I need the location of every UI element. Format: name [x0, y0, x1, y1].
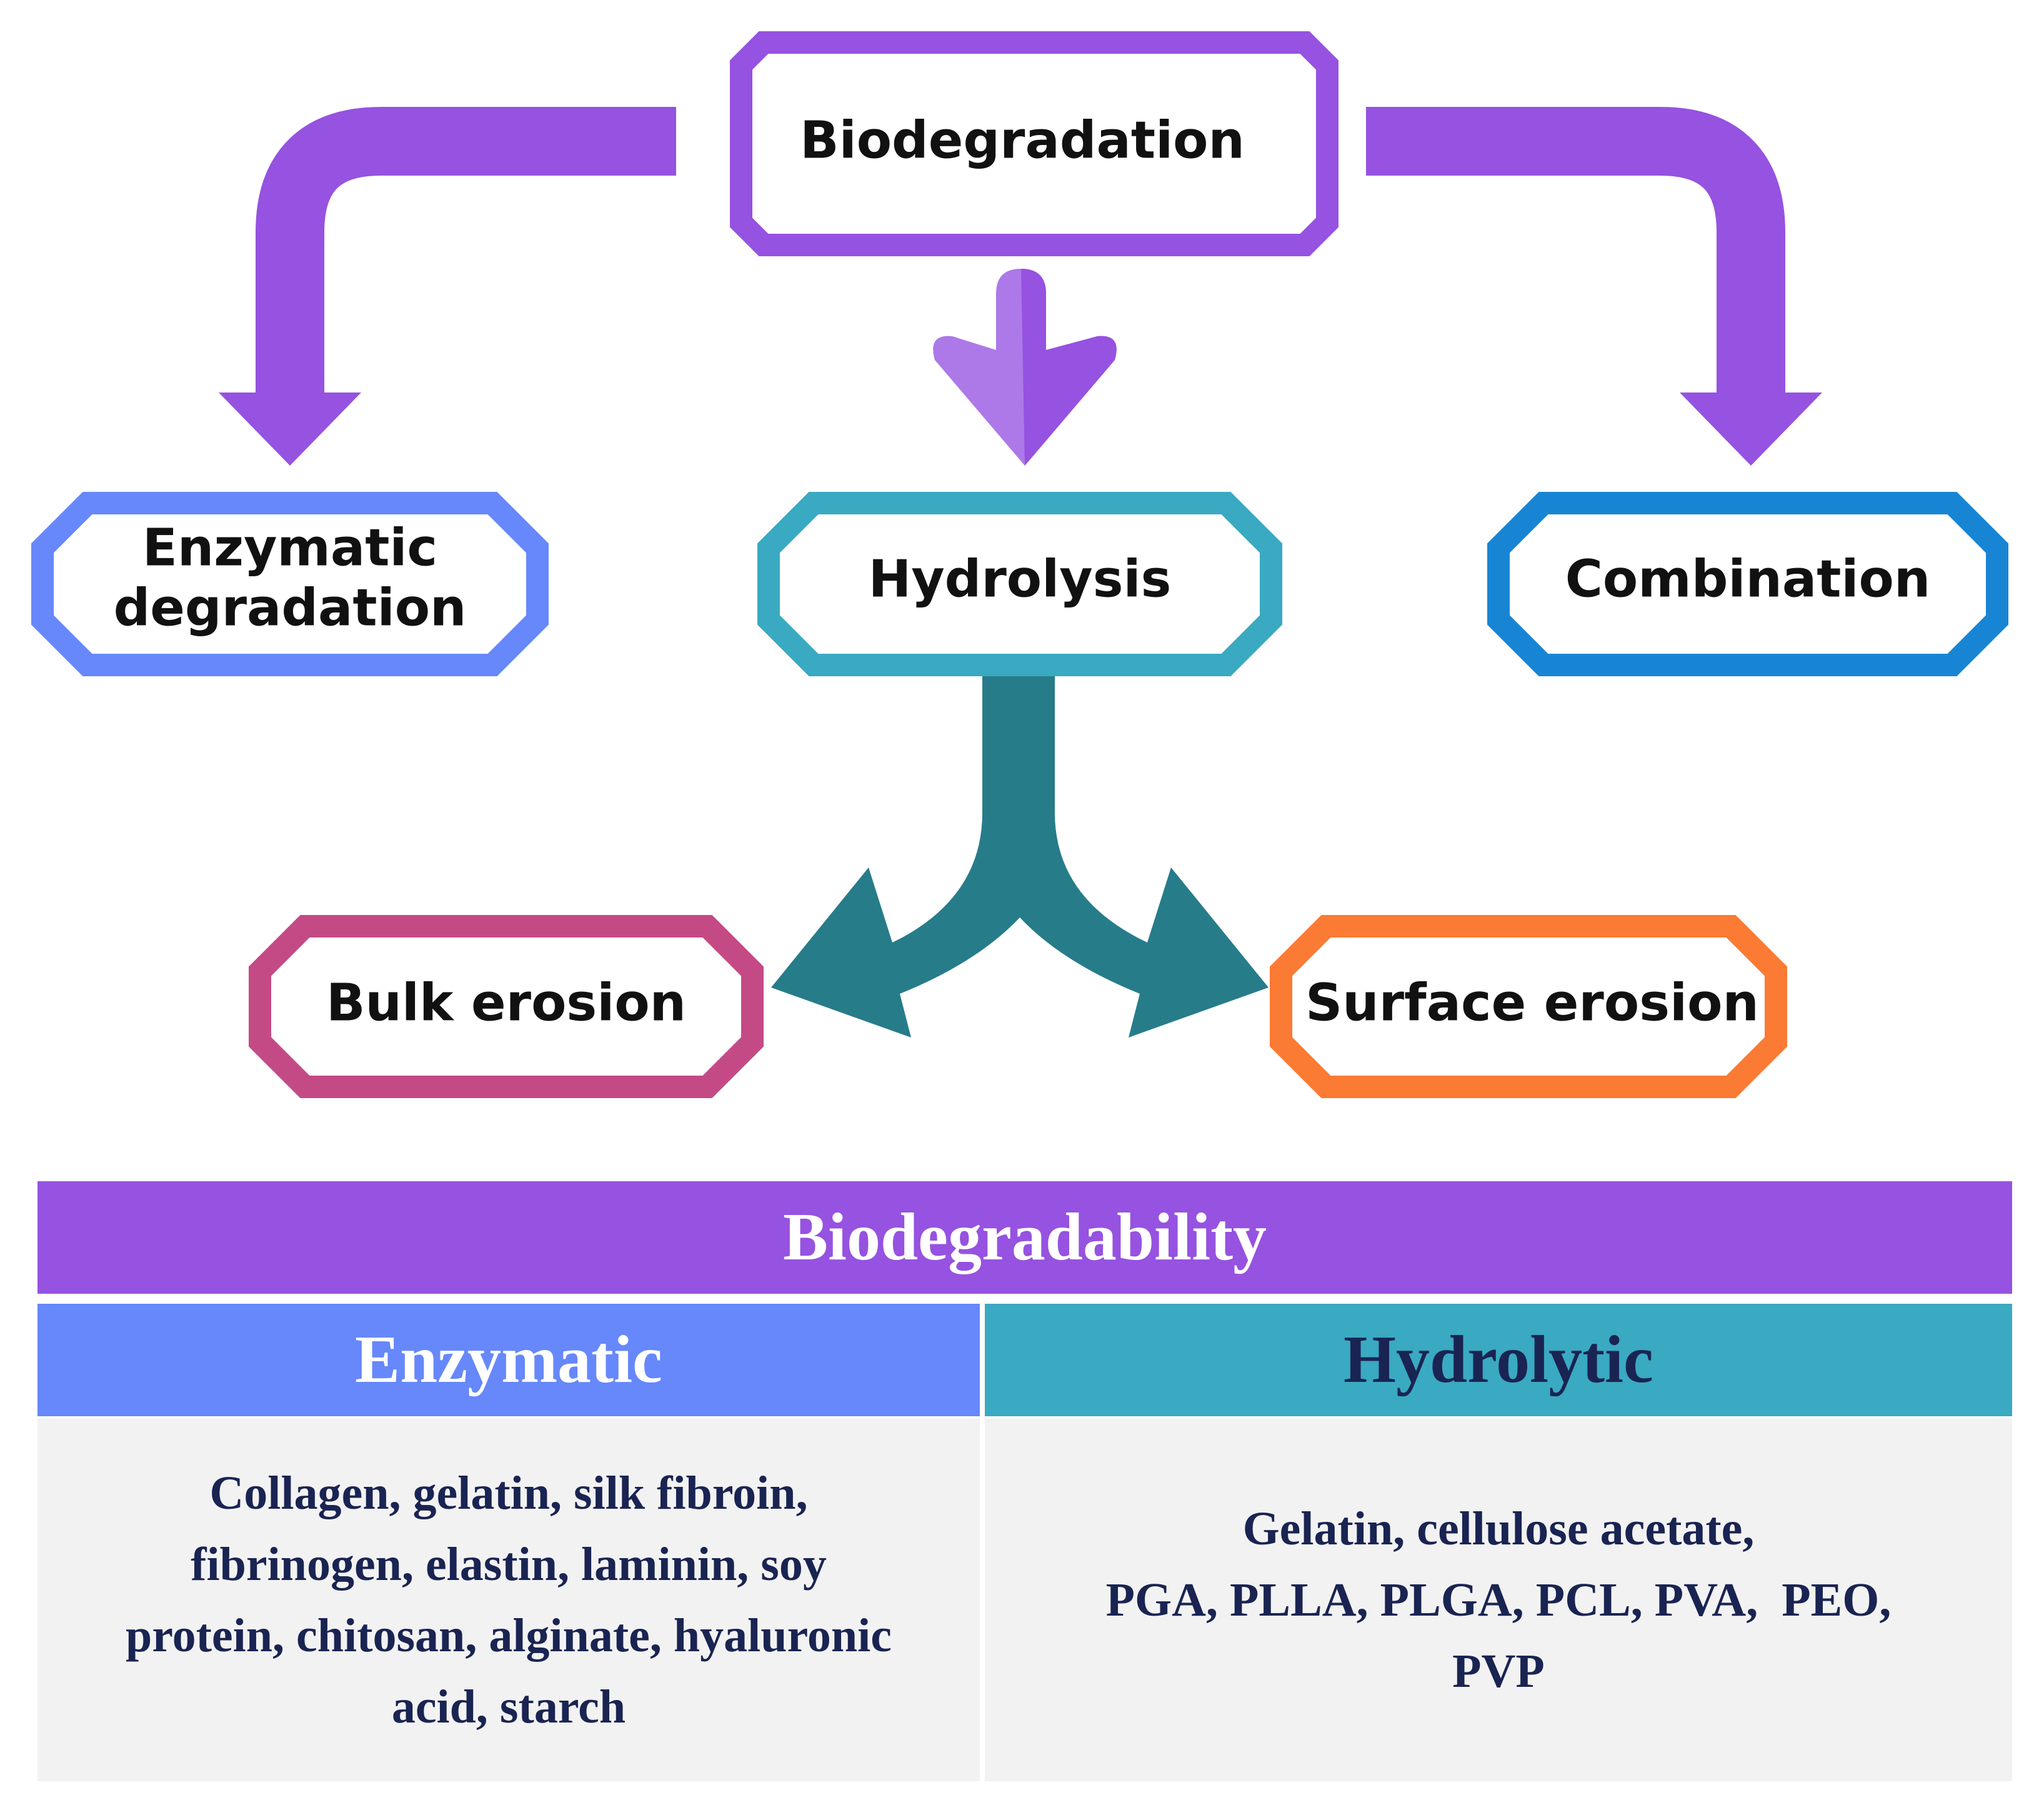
hydrolytic-materials-line: PVP	[1452, 1645, 1545, 1698]
node-biodegradation: Biodegradation	[730, 31, 1339, 256]
enzymatic-materials-line: fibrinogen, elastin, laminin, soy	[191, 1538, 827, 1591]
node-bulk-erosion-label: Bulk erosion	[326, 973, 686, 1032]
node-combination: Combination	[1487, 492, 2008, 676]
node-combination-label: Combination	[1565, 549, 1931, 609]
enzymatic-materials-line: acid, starch	[391, 1681, 626, 1733]
biodegradation-flow-diagram: Biodegradation Enzymatic degradation Hyd…	[31, 31, 2008, 1098]
enzymatic-materials-line: protein, chitosan, alginate, hyaluronic	[126, 1609, 892, 1662]
cell-hydrolytic-materials: Gelatin, cellulose acetate, PGA, PLLA, P…	[985, 1419, 2012, 1781]
node-hydrolysis-label: Hydrolysis	[869, 549, 1172, 609]
column-header-hydrolytic: Hydrolytic	[985, 1304, 2012, 1416]
arrow-hydrolysis-split	[771, 669, 1269, 1038]
node-enzymatic-label-line2: degradation	[114, 578, 467, 638]
node-hydrolysis: Hydrolysis	[757, 492, 1282, 676]
arrow-to-combination	[1366, 107, 1822, 466]
cell-enzymatic-materials: Collagen, gelatin, silk fibroin, fibrino…	[37, 1419, 980, 1781]
node-surface-erosion-label: Surface erosion	[1305, 973, 1759, 1032]
arrow-to-hydrolysis	[933, 269, 1117, 466]
biodegradability-table: Biodegradability Enzymatic Hydrolytic Co…	[37, 1181, 2012, 1781]
hydrolytic-materials-line: Gelatin, cellulose acetate,	[1242, 1502, 1755, 1555]
node-enzymatic-label-line1: Enzymatic	[142, 518, 437, 578]
node-surface-erosion: Surface erosion	[1270, 915, 1787, 1098]
node-biodegradation-label: Biodegradation	[800, 111, 1245, 170]
enzymatic-materials-line: Collagen, gelatin, silk fibroin,	[209, 1467, 808, 1519]
table-title: Biodegradability	[37, 1181, 2012, 1294]
hydrolytic-materials-line: PGA, PLLA, PLGA, PCL, PVA, PEO,	[1105, 1574, 1892, 1626]
node-enzymatic-degradation: Enzymatic degradation	[31, 492, 549, 676]
arrow-to-enzymatic	[219, 107, 676, 466]
node-bulk-erosion: Bulk erosion	[249, 915, 764, 1098]
column-header-enzymatic: Enzymatic	[37, 1304, 980, 1416]
